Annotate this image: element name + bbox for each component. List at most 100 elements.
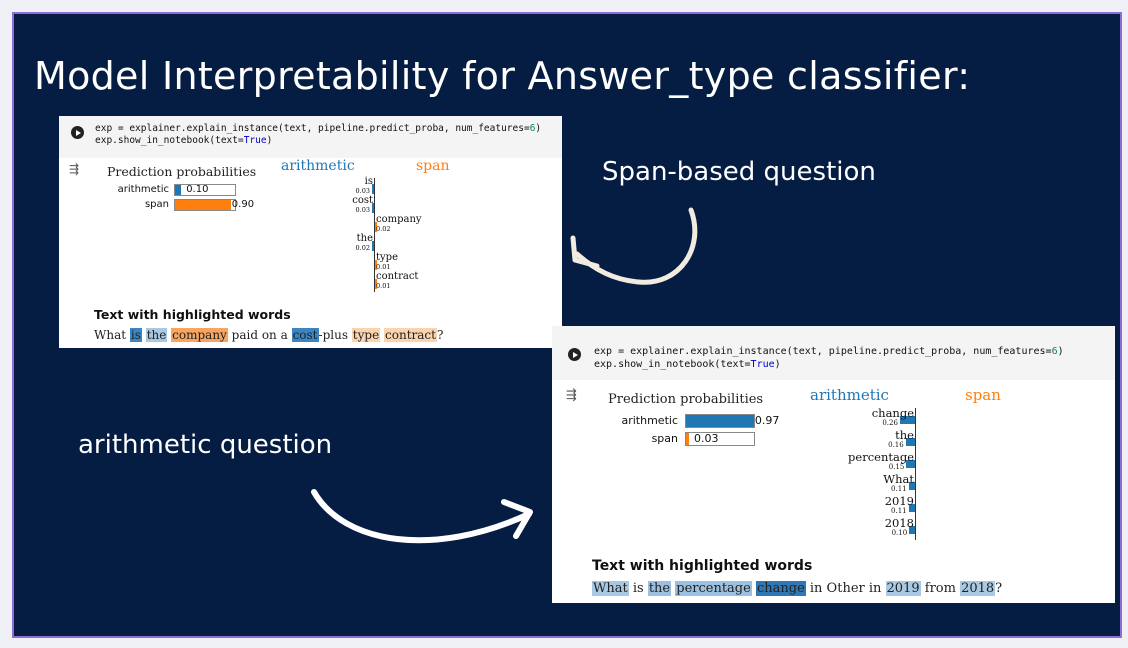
feature-bar: [375, 260, 377, 270]
feature-bar: [909, 526, 915, 534]
text-segment: from: [920, 581, 961, 596]
code-cell: exp = explainer.explain_instance(text, p…: [552, 326, 1115, 380]
feature-bar: [375, 222, 377, 232]
curved-arrow-icon: [570, 207, 698, 285]
highlighted-word: 2018: [960, 581, 996, 596]
feature-bar: [372, 184, 374, 194]
highlighted-text: What is the percentage change in Other i…: [592, 581, 1002, 596]
feature-bar: [906, 460, 915, 468]
feature-value: 0.03: [355, 206, 370, 214]
feature-value: 0.10: [891, 529, 908, 537]
prob-bar: [685, 432, 755, 446]
highlighted-word: the: [647, 581, 672, 596]
feature-word: type: [376, 252, 398, 263]
arithmetic-question-label: arithmetic question: [78, 430, 333, 460]
code-line-1: exp = explainer.explain_instance(text, p…: [594, 346, 1064, 357]
feature-value: 0.11: [891, 485, 907, 493]
highlighted-word: the: [145, 328, 168, 342]
text-segment: in Other in: [805, 581, 886, 596]
span-question-label: Span-based question: [602, 157, 876, 187]
feature-bar: [372, 241, 374, 251]
feature-value: 0.16: [888, 441, 904, 449]
header-arithmetic: arithmetic: [281, 158, 355, 174]
feature-bar: [372, 203, 374, 213]
highlighted-word: cost: [291, 328, 319, 342]
highlighted-word: company: [171, 328, 228, 342]
feature-value: 0.03: [355, 187, 370, 195]
prob-bar-fill: [175, 185, 182, 195]
prediction-title: Prediction probabilities: [107, 164, 257, 179]
feature-word: What: [883, 472, 914, 486]
highlighted-word: What: [592, 581, 629, 596]
code-text: exp = explainer.explain_instance(text, p…: [594, 346, 1064, 371]
prediction-title: Prediction probabilities: [608, 392, 764, 407]
feature-word: 2019: [884, 494, 914, 508]
highlighted-text: What is the company paid on a cost-plus …: [94, 328, 443, 342]
code-cell: exp = explainer.explain_instance(text, p…: [59, 116, 562, 158]
slide: Model Interpretability for Answer_type c…: [12, 12, 1122, 638]
feature-value: 0.11: [891, 507, 907, 515]
feature-bar: [375, 279, 377, 289]
feature-word: cost: [352, 195, 373, 206]
text-segment: is: [628, 581, 648, 596]
feature-bar: [908, 504, 915, 512]
prob-value: 0.03: [694, 432, 719, 445]
class-label: span: [144, 199, 169, 210]
code-line-2: exp.show_in_notebook(text=True): [594, 358, 781, 370]
highlight-title: Text with highlighted words: [94, 307, 291, 322]
notebook-output-span: exp = explainer.explain_instance(text, p…: [59, 116, 562, 348]
run-icon[interactable]: [71, 126, 84, 139]
prob-bar: [685, 414, 755, 428]
feature-word: contract: [376, 271, 419, 282]
prob-value: 0.10: [186, 184, 209, 195]
feature-word: is: [364, 176, 373, 187]
class-label: arithmetic: [621, 414, 678, 427]
feature-value: 0.02: [376, 225, 391, 233]
text-segment: paid on a: [227, 328, 292, 342]
prob-value: 0.90: [231, 199, 255, 210]
text-segment: ?: [436, 328, 444, 342]
text-segment: ?: [995, 581, 1003, 596]
output-icon[interactable]: ⇶: [566, 388, 577, 403]
feature-value: 0.26: [882, 419, 898, 427]
feature-bar: [899, 416, 915, 424]
highlighted-word: contract: [384, 328, 437, 342]
highlighted-word: percentage: [675, 581, 752, 596]
highlight-title: Text with highlighted words: [592, 558, 813, 574]
notebook-output-arithmetic: exp = explainer.explain_instance(text, p…: [552, 326, 1115, 603]
prob-bar: [174, 184, 236, 196]
feature-word: the: [356, 233, 373, 244]
code-line-1: exp = explainer.explain_instance(text, p…: [95, 123, 542, 134]
highlighted-word: is: [129, 328, 142, 342]
slide-title: Model Interpretability for Answer_type c…: [34, 54, 971, 98]
highlighted-word: change: [755, 581, 806, 596]
prob-value: 0.97: [754, 414, 780, 427]
feature-axis: [374, 178, 375, 292]
feature-word: the: [895, 428, 914, 442]
feature-value: 0.02: [355, 244, 370, 252]
feature-word: company: [376, 214, 422, 225]
feature-word: 2018: [884, 516, 914, 530]
feature-value: 0.01: [376, 263, 391, 271]
text-segment: -plus: [318, 328, 352, 342]
highlighted-word: 2019: [885, 581, 921, 596]
feature-bar: [905, 438, 915, 446]
header-span: span: [965, 386, 1001, 404]
code-text: exp = explainer.explain_instance(text, p…: [95, 123, 541, 147]
feature-word: change: [871, 406, 914, 420]
feature-word: percentage: [848, 450, 914, 464]
highlighted-word: type: [351, 328, 381, 342]
code-line-2: exp.show_in_notebook(text=True): [95, 134, 273, 146]
run-icon[interactable]: [568, 348, 581, 361]
prob-bar: [174, 199, 236, 211]
header-span: span: [416, 158, 450, 174]
prob-bar-fill: [686, 415, 754, 427]
curved-arrow-icon: [311, 489, 533, 544]
prob-bar-fill: [686, 433, 689, 445]
feature-value: 0.15: [888, 463, 905, 471]
feature-bar: [908, 482, 915, 490]
class-label: arithmetic: [117, 184, 169, 195]
feature-axis: [915, 408, 916, 540]
prob-bar-fill: [175, 200, 231, 210]
output-icon[interactable]: ⇶: [69, 162, 80, 176]
